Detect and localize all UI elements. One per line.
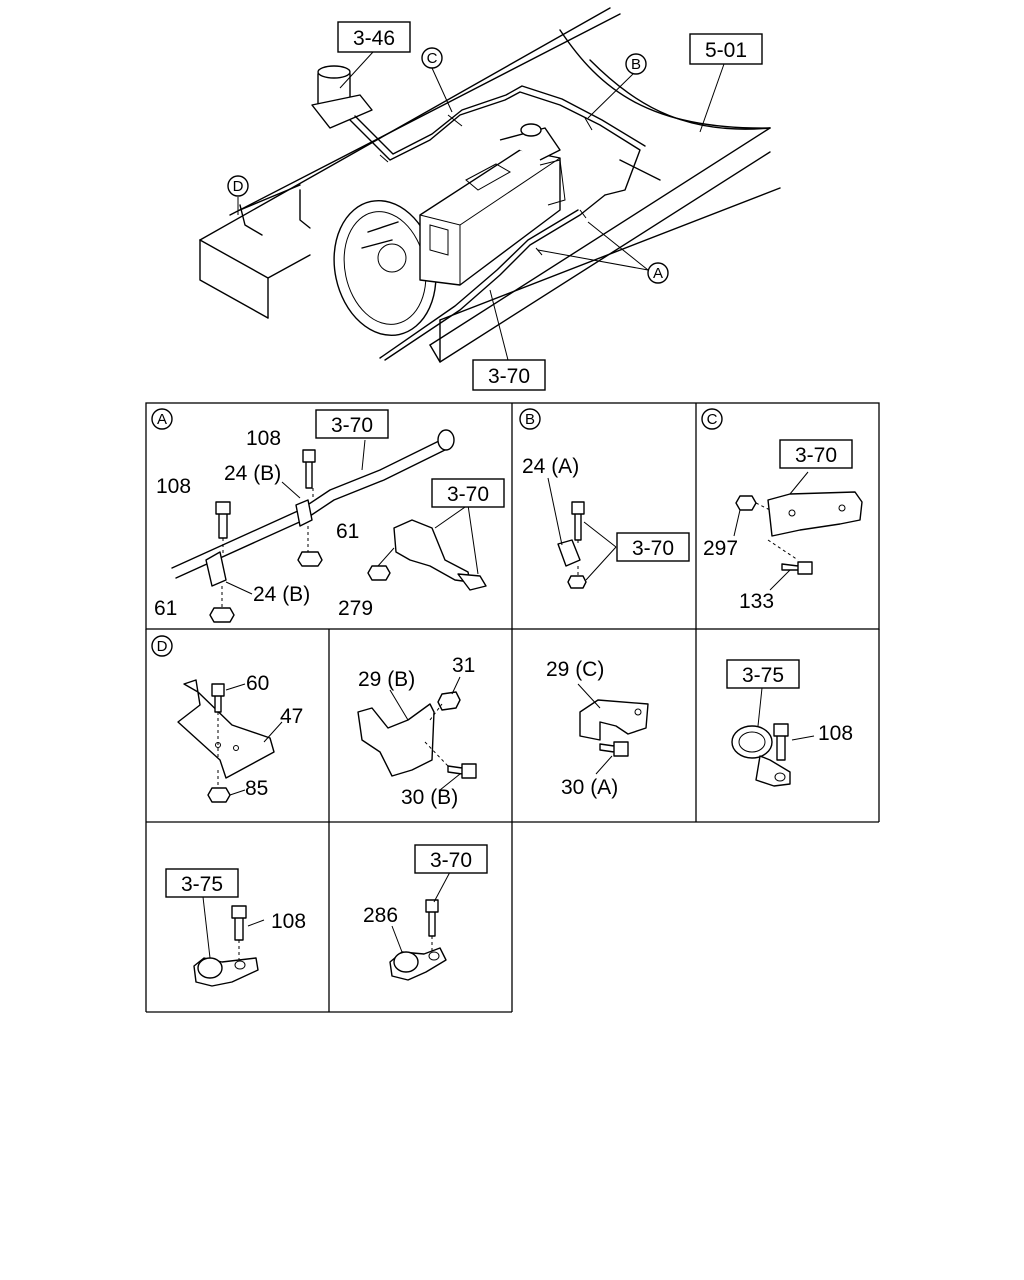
ref-box-5-01 (689, 33, 763, 65)
panel-a-letter: A (157, 411, 167, 428)
panel-c-ref: 3-70 (795, 444, 837, 467)
nut-85-icon (207, 787, 231, 803)
panel-3-75-b (193, 896, 265, 987)
callout-d-circle (227, 175, 249, 197)
nut-61-right-icon (297, 551, 323, 567)
part-108-3-75-a: 108 (818, 722, 853, 745)
panel-286-ref: 3-70 (430, 849, 472, 872)
nut-61-bottom-icon (209, 607, 235, 623)
panel-b-letter: B (525, 411, 535, 428)
ref-label-3-70: 3-70 (488, 365, 530, 388)
clamp-foot-icon (755, 755, 791, 787)
panel-c-letter: C (707, 411, 718, 428)
nut-31-icon (437, 691, 461, 711)
detail-grid (145, 402, 880, 1013)
callout-b-label: B (631, 56, 641, 73)
nut-279-icon (367, 565, 391, 581)
part-279: 279 (338, 597, 373, 620)
ref-box-3-46 (337, 21, 411, 53)
part-286: 286 (363, 904, 398, 927)
part-31: 31 (452, 654, 475, 677)
panel-b-ref-box (616, 532, 690, 562)
callout-d-label: D (233, 178, 244, 195)
part-29c: 29 (C) (546, 658, 604, 681)
part-47: 47 (280, 705, 303, 728)
panel-b: B (519, 408, 617, 589)
panel-a: A (151, 408, 487, 623)
part-61-right: 61 (336, 520, 359, 543)
clip-24b-top-icon (295, 499, 313, 527)
panel-a-letter-circle (151, 408, 173, 430)
callout-b-circle (625, 53, 647, 75)
nut-icon (567, 575, 587, 589)
callout-a-circle (647, 262, 669, 284)
panel-3-75-a (731, 687, 815, 787)
bolt-108-icon (773, 723, 789, 761)
panel-3-75-b-ref-box (165, 868, 239, 898)
nut-297-icon (735, 495, 757, 511)
part-297: 297 (703, 537, 738, 560)
bolt-60-icon (211, 683, 225, 713)
bolt-108-b-icon (231, 905, 247, 941)
part-60: 60 (246, 672, 269, 695)
bolt-30a-icon (599, 741, 629, 757)
bracket-3-70-c-icon (767, 491, 863, 537)
ref-label-5-01: 5-01 (705, 39, 747, 62)
bolt-30b-icon (447, 763, 477, 779)
panel-c-ref-box (779, 439, 853, 469)
panel-286-ref-box (414, 844, 488, 874)
part-24b-bottom: 24 (B) (253, 583, 310, 606)
panel-a-ref-2: 3-70 (447, 483, 489, 506)
panel-29b (357, 676, 477, 791)
bracket-47-icon (177, 679, 275, 779)
panel-b-ref: 3-70 (632, 537, 674, 560)
part-108-left: 108 (156, 475, 191, 498)
part-108-top: 108 (246, 427, 281, 450)
panel-a-ref: 3-70 (331, 414, 373, 437)
panel-a-ref-box-2 (431, 478, 505, 508)
callout-c-label: C (427, 50, 438, 67)
ref-box-3-70 (472, 359, 546, 391)
part-133: 133 (739, 590, 774, 613)
panel-c-letter-circle (701, 408, 723, 430)
part-30a: 30 (A) (561, 776, 618, 799)
overview-illustration (199, 7, 781, 363)
clip-24b-bottom-icon (205, 551, 227, 587)
part-24b-top: 24 (B) (224, 462, 281, 485)
bracket-3-70-icon (393, 519, 471, 583)
panel-d-letter: D (157, 638, 168, 655)
panel-c: C (701, 408, 863, 591)
bracket-29b-icon (357, 703, 435, 777)
ref-label-3-46: 3-46 (353, 27, 395, 50)
bracket-29c-icon (579, 699, 649, 741)
bolt-3-70-icon (425, 899, 439, 937)
clip-24a-icon (557, 539, 581, 567)
panel-3-75-b-ref: 3-75 (181, 873, 223, 896)
part-24a: 24 (A) (522, 455, 579, 478)
part-30b: 30 (B) (401, 786, 458, 809)
panel-d: D (151, 635, 283, 803)
part-108-3-75-b: 108 (271, 910, 306, 933)
panel-3-75-a-ref: 3-75 (742, 664, 784, 687)
panel-3-75-a-ref-box (726, 659, 800, 689)
panel-a-ref-box (315, 409, 389, 439)
clamp-3-75-icon (731, 725, 773, 759)
part-85: 85 (245, 777, 268, 800)
panel-d-letter-circle (151, 635, 173, 657)
callout-c-circle (421, 47, 443, 69)
panel-286 (389, 871, 451, 981)
bolt-108-top-icon (302, 449, 316, 489)
panel-b-letter-circle (519, 408, 541, 430)
bolt-133-icon (781, 561, 813, 575)
part-29b: 29 (B) (358, 668, 415, 691)
panel-29c (577, 683, 649, 775)
part-61-bottom: 61 (154, 597, 177, 620)
bolt-108-left-icon (215, 501, 231, 539)
bolt-icon (571, 501, 585, 541)
callout-a-label: A (653, 265, 663, 282)
